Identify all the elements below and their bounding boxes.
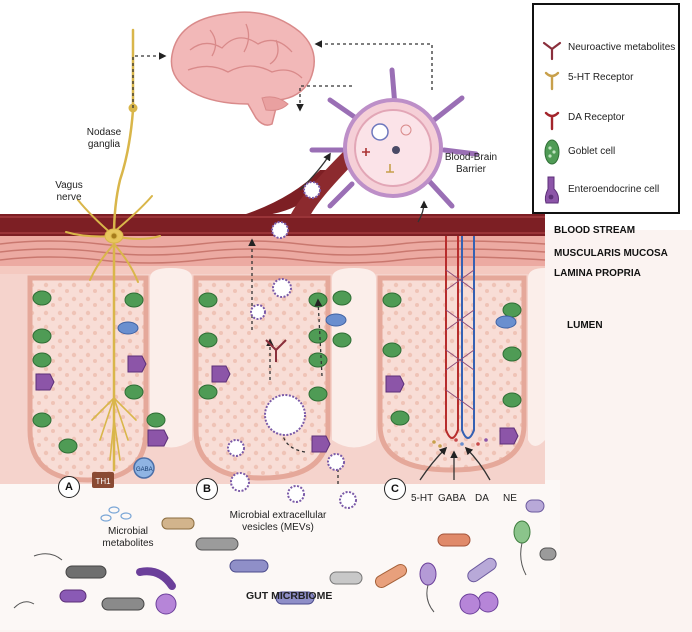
legend-label: Goblet cell [568,146,616,157]
gut-microbiome-label: GUT MICRBIOME [246,590,333,602]
th1-cell [92,472,114,488]
legend-label: DA Receptor [568,112,625,123]
intestinal-villi [27,268,545,483]
muscularis-mucosa-band [0,236,546,266]
nt-5ht-label: 5-HT [411,493,434,504]
vagus-nerve [65,28,161,472]
microbial-metabolite-particles [100,506,132,522]
pathway-c-badge: C [384,478,406,500]
5ht-receptor-icon [544,71,560,91]
neuroactive-metabolite-icon [542,41,562,61]
da-receptor-icon [544,111,560,131]
legend-label: 5-HT Receptor [568,72,634,83]
legend-item-5ht-receptor: 5-HT Receptor [534,63,682,93]
goblet-cell-icon [544,139,560,165]
nt-ne-label: NE [503,493,517,504]
legend-item-neuroactive: Neuroactive metabolites [534,33,682,63]
nodase-ganglia-label: Nodase ganglia [86,127,122,150]
gut-bacteria [13,499,557,615]
microbial-metabolites-label: Microbial metabolites [102,526,154,549]
legend-item-da-receptor: DA Receptor [534,103,682,133]
gaba-cell-label: GABA [136,467,153,473]
layer-muscularis-mucosa: MUSCULARIS MUCOSA [554,248,668,259]
blue-epithelial-cells [117,313,517,335]
goblet-cells [32,290,522,454]
neuroactive-metabolite-mark [265,339,287,362]
enteroendocrine-cell-icon [544,176,559,204]
neurotransmitter-dots [432,438,488,448]
vagus-nerve-label: Vagus nerve [55,180,83,203]
layer-blood-stream: BLOOD STREAM [554,225,636,236]
villus-blood-vessels [445,236,475,439]
pathway-a-badge: A [58,476,80,498]
layer-lumen: LUMEN [567,320,603,331]
mev-vesicles [227,181,357,509]
solid-signal-arrows [299,152,491,481]
th1-label: TH1 [95,477,111,486]
blood-brain-barrier-label: Blood-Brain Barrier [444,152,498,175]
lamina-propria-band [0,266,545,274]
gaba-cell [133,457,155,479]
brain [170,11,315,126]
layer-lamina-propria: LAMINA PROPRIA [554,268,641,279]
enteroendocrine-cells [35,355,519,453]
legend-box: Neuroactive metabolites 5-HT Receptor DA… [532,3,680,214]
legend-item-enteroendocrine-cell: Enteroendocrine cell [534,175,682,205]
legend-label: Neuroactive metabolites [568,42,676,53]
pathway-b-badge: B [196,478,218,500]
legend-item-goblet-cell: Goblet cell [534,137,682,167]
mevs-label: Microbial extracellular vesicles (MEVs) [229,510,327,533]
nt-gaba-label: GABA [438,493,466,504]
legend-label: Enteroendocrine cell [568,184,660,195]
nt-da-label: DA [475,493,489,504]
blood-brain-barrier [309,67,479,209]
